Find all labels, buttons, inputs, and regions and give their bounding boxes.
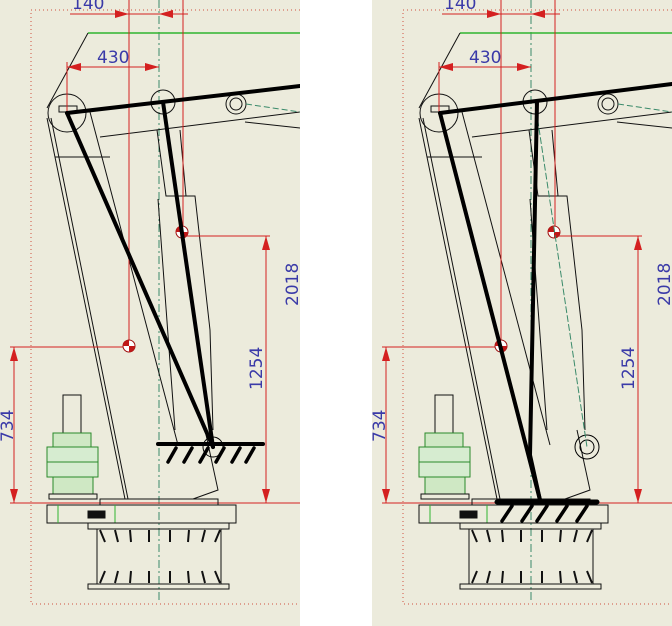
- arm-foot-outline: [192, 429, 219, 500]
- linkage-bar-short: [527, 100, 542, 502]
- drum-teeth: [99, 529, 221, 584]
- right-drawing-panel: 140 430 2018 1254 734: [372, 0, 672, 626]
- dimension-734: 734: [372, 410, 390, 442]
- linkage-bar-short: [161, 100, 215, 449]
- center-of-gravity-marker: [122, 339, 136, 353]
- axis-line: [245, 103, 300, 113]
- base-plate-marks: [429, 505, 488, 523]
- dimension-2018: 2018: [283, 263, 300, 306]
- dimension-140: 140: [72, 0, 104, 14]
- joint-circle: [225, 93, 247, 115]
- dimension-1254: 1254: [247, 347, 267, 390]
- sheet-border: [30, 9, 300, 605]
- dimension-2018: 2018: [655, 263, 672, 306]
- lower-pivot-circle: [574, 434, 600, 460]
- slewing-motor: [418, 394, 471, 500]
- base-plate-marks: [57, 505, 116, 523]
- linkage-bar-long: [65, 111, 215, 449]
- dimension-734: 734: [0, 410, 18, 442]
- slewing-motor: [46, 394, 99, 500]
- drum-flange: [459, 583, 602, 590]
- dimension-140: 140: [444, 0, 476, 14]
- dimension-1254: 1254: [619, 347, 639, 390]
- crane-drawing: 140 430 2018 1254 734: [372, 0, 672, 605]
- arm-foot-outline: [564, 429, 591, 500]
- lower-pivot-circle-inner: [579, 439, 595, 455]
- dimension-arrows: [10, 10, 270, 503]
- drum-flange: [87, 583, 230, 590]
- dimension-430: 430: [97, 48, 129, 68]
- drawing-canvas: 140 430 2018 1254 734: [0, 0, 300, 605]
- boom-side-edge: [46, 117, 129, 500]
- linkage-bar-top: [438, 82, 672, 115]
- axis-line: [617, 103, 672, 113]
- joint-circle: [597, 93, 619, 115]
- boom-inner-lines: [427, 111, 672, 446]
- joint-circle-inner: [601, 97, 615, 111]
- center-of-gravity-marker: [547, 225, 561, 239]
- drawing-canvas: 140 430 2018 1254 734: [372, 0, 672, 605]
- ground-hatch: [166, 446, 256, 464]
- nameplate: [459, 510, 478, 519]
- base-plate: [46, 504, 237, 524]
- sheet-border: [402, 9, 672, 605]
- drum-teeth: [471, 529, 593, 584]
- dimension-lines: [10, 0, 300, 504]
- dimension-430: 430: [469, 48, 501, 68]
- dimension-arrows: [382, 10, 642, 503]
- left-drawing-panel: 140 430 2018 1254 734: [0, 0, 300, 626]
- boom-inner-lines: [55, 111, 300, 446]
- nameplate: [87, 510, 106, 519]
- linkage-config-b: [438, 82, 672, 523]
- linkage-bar-top: [65, 84, 300, 115]
- axis-line: [534, 101, 588, 448]
- linkage-config-a: [65, 84, 300, 464]
- boom-side-edge: [418, 117, 501, 500]
- joint-circle-inner: [229, 97, 243, 111]
- dimension-lines: [382, 0, 672, 504]
- ground-hatch: [500, 504, 589, 523]
- linkage-bar-long: [438, 111, 542, 502]
